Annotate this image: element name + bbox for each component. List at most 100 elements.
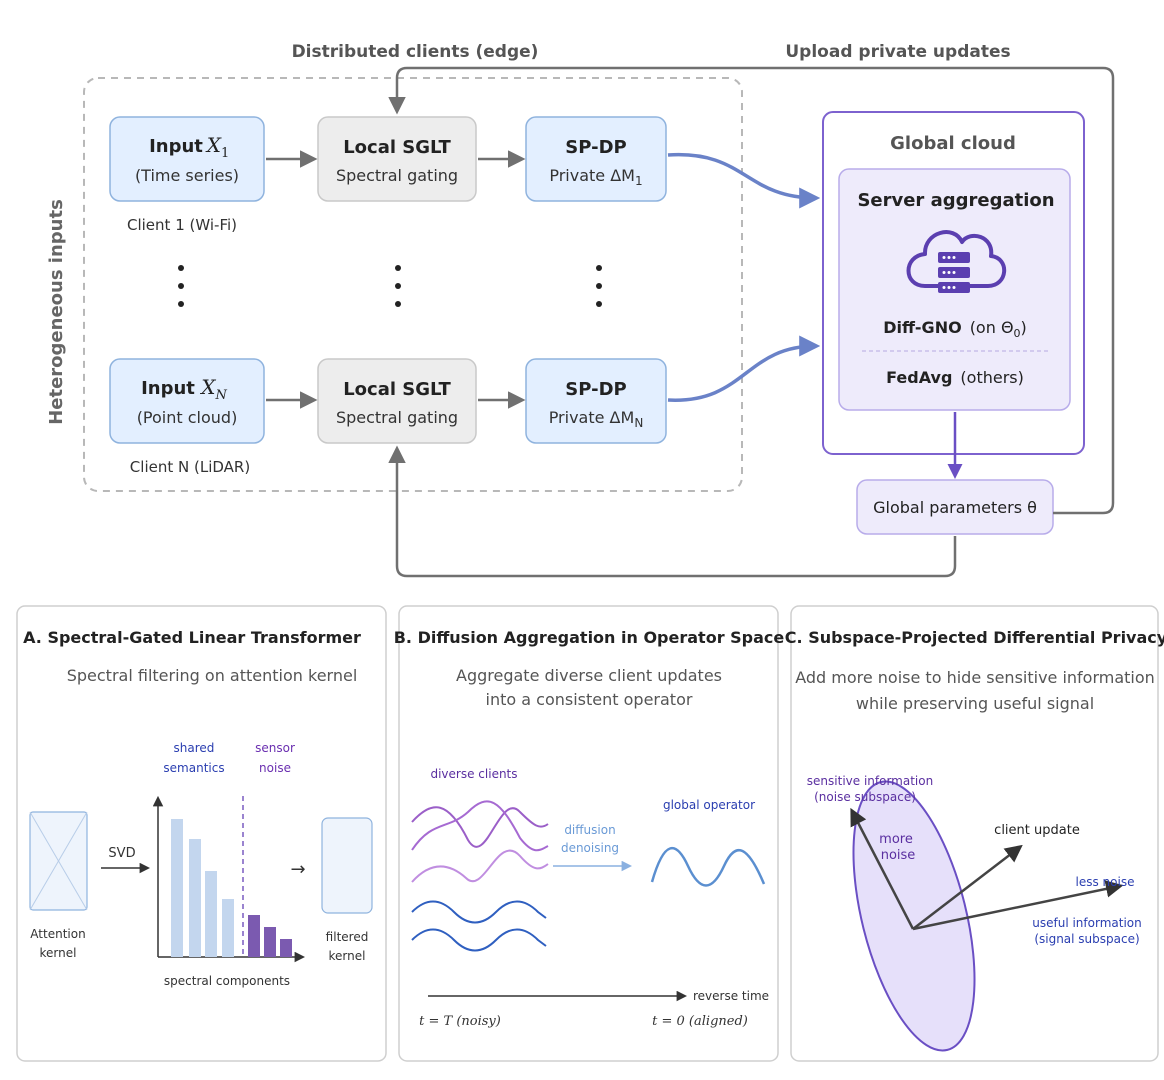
clientN-sglt-box: Local SGLT Spectral gating xyxy=(317,358,477,444)
global-cloud-title: Global cloud xyxy=(890,133,1016,154)
sensitive-vector xyxy=(850,807,915,930)
fedavg-note: (others) xyxy=(960,368,1023,387)
clientN-spdp-title: SP-DP xyxy=(565,379,626,400)
more-noise-line2: noise xyxy=(881,848,916,863)
useful-vector xyxy=(912,880,1124,931)
svg-text:Private ΔMN: Private ΔMN xyxy=(549,408,644,430)
global-params-label: Global parameters θ xyxy=(873,498,1037,517)
svg-text:X1: X1 xyxy=(205,133,230,161)
clientN-input-title: Input xyxy=(141,378,195,399)
svg-text:Private ΔM1: Private ΔM1 xyxy=(549,166,642,188)
client1-spdp-title: SP-DP xyxy=(565,137,626,158)
cloud-server-icon xyxy=(906,230,1007,293)
panel-a-subtitle: Spectral filtering on attention kernel xyxy=(67,666,358,685)
global-operator-label: global operator xyxy=(663,798,755,812)
arrow-spdp1-to-cloud xyxy=(667,152,821,209)
global-operator-wave xyxy=(650,847,766,887)
arrow-spdpN-to-cloud xyxy=(667,335,821,402)
client1-input-var: X xyxy=(205,133,222,157)
clientN-spdp-box: SP-DP Private ΔMN xyxy=(525,358,667,444)
panel-b xyxy=(398,605,779,1062)
heterogeneous-inputs-label: Heterogeneous inputs xyxy=(46,199,67,425)
client-update-label: client update xyxy=(994,823,1080,838)
t-start-label: t = T (noisy) xyxy=(419,1014,501,1029)
panel-c-title: C. Subspace-Projected Differential Priva… xyxy=(785,628,1164,647)
clientN-input-var: X xyxy=(199,375,216,399)
clientN-input-sub: N xyxy=(214,388,227,403)
svg-text:FedAvg(others): FedAvg(others) xyxy=(886,368,1024,387)
client1-input-title: Input xyxy=(149,136,203,157)
t-end-label: t = 0 (aligned) xyxy=(652,1014,748,1029)
svd-label: SVD xyxy=(108,846,135,861)
client1-input-sub: 1 xyxy=(221,146,229,161)
shared-label-line1: shared xyxy=(174,741,215,755)
svg-text:XN: XN xyxy=(199,375,227,403)
spectrum-bar xyxy=(205,871,217,957)
client1-input-desc: (Time series) xyxy=(135,166,239,185)
clientN-spdp-sub: N xyxy=(634,416,643,430)
clients-title: Distributed clients (edge) xyxy=(292,42,539,62)
panel-b-subtitle-line2: into a consistent operator xyxy=(486,690,693,709)
panel-c-subtitle-line2: while preserving useful signal xyxy=(856,694,1094,713)
sensitive-label-line2: (noise subspace) xyxy=(814,790,916,804)
panel-b-subtitle-line1: Aggregate diverse client updates xyxy=(456,666,722,685)
panel-b-title: B. Diffusion Aggregation in Operator Spa… xyxy=(394,628,785,647)
filtered-label-line1: filtered xyxy=(326,930,369,944)
spectrum-bar xyxy=(280,939,292,957)
attention-kernel-icon xyxy=(29,811,88,911)
clientN-sglt-title: Local SGLT xyxy=(343,379,451,400)
filter-arrow: → xyxy=(290,859,305,880)
sensor-label-line1: sensor xyxy=(255,741,295,755)
client1-input-box: Input X1 (Time series) xyxy=(109,116,265,202)
server-aggregation-title: Server aggregation xyxy=(857,190,1054,211)
sensor-label-line2: noise xyxy=(259,761,291,775)
spectrum-bars xyxy=(171,819,292,957)
diffusion-label-line2: denoising xyxy=(561,841,619,855)
filtered-label-line2: kernel xyxy=(329,949,366,963)
clientN-input-desc: (Point cloud) xyxy=(137,408,238,427)
spectrum-bar xyxy=(222,899,234,957)
ellipsis-dots xyxy=(178,265,602,307)
svg-text:Diff-GNO(on Θ0): Diff-GNO (on Θ0) xyxy=(883,318,1027,340)
less-noise-label: less noise xyxy=(1076,875,1135,889)
diverse-client-waves xyxy=(411,800,549,952)
clientN-spdp-desc: Private ΔM xyxy=(549,408,635,427)
upload-label: Upload private updates xyxy=(785,42,1010,62)
edge-boundary xyxy=(83,77,743,492)
panel-a xyxy=(16,605,387,1062)
clientN-sglt-desc: Spectral gating xyxy=(336,408,458,427)
attention-label-line2: kernel xyxy=(40,946,77,960)
broadcast-feedback-loop xyxy=(388,445,957,578)
global-params-box xyxy=(856,479,1054,535)
clientN-input-box: Input XN (Point cloud) xyxy=(109,358,265,444)
svg-text:Input: Input xyxy=(149,136,203,157)
svg-text:Input: Input xyxy=(141,378,195,399)
spectrum-bar xyxy=(264,927,276,957)
diffusion-label-line1: diffusion xyxy=(564,823,615,837)
panel-a-title: A. Spectral-Gated Linear Transformer xyxy=(23,628,361,647)
spectrum-bar xyxy=(189,839,201,957)
more-noise-line1: more xyxy=(879,832,913,847)
client1-caption: Client 1 (Wi-Fi) xyxy=(127,216,237,234)
diffgno-close: ) xyxy=(1021,318,1027,337)
attention-label-line1: Attention xyxy=(30,927,85,941)
diffgno-label: Diff-GNO xyxy=(883,318,962,337)
noise-ellipse xyxy=(852,780,976,1052)
diverse-clients-label: diverse clients xyxy=(430,767,517,781)
client1-spdp-desc: Private ΔM xyxy=(549,166,635,185)
filtered-kernel-icon xyxy=(321,817,373,914)
sensitive-label-line1: sensitive information xyxy=(807,774,933,788)
client-update-vector xyxy=(912,844,1023,930)
useful-label-line1: useful information xyxy=(1032,916,1141,930)
shared-label-line2: semantics xyxy=(163,761,224,775)
diffgno-note: (on Θ xyxy=(970,318,1014,337)
client1-sglt-title: Local SGLT xyxy=(343,137,451,158)
clientN-caption: Client N (LiDAR) xyxy=(130,458,250,476)
diffgno-sub: 0 xyxy=(1014,327,1021,340)
client1-sglt-desc: Spectral gating xyxy=(336,166,458,185)
useful-label-line2: (signal subspace) xyxy=(1034,932,1139,946)
panel-c-subtitle-line1: Add more noise to hide sensitive informa… xyxy=(795,668,1155,687)
spectrum-x-label: spectral components xyxy=(164,974,290,988)
client1-spdp-box: SP-DP Private ΔM1 xyxy=(525,116,667,202)
